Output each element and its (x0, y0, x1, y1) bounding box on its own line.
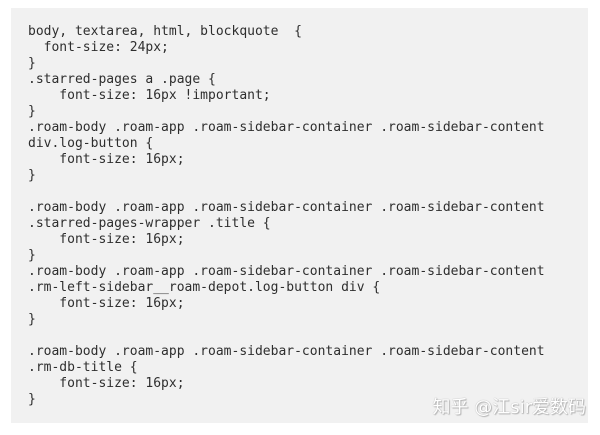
code-line: font-size: 16px; (28, 376, 185, 391)
code-line: .roam-body .roam-app .roam-sidebar-conta… (28, 264, 545, 279)
code-line: div.log-button { (28, 136, 154, 151)
code-line: } (28, 168, 36, 183)
code-line (28, 328, 588, 344)
code-line: } (28, 248, 36, 263)
code-line (28, 184, 588, 200)
code-line: .rm-left-sidebar__roam-depot.log-button … (28, 280, 381, 295)
code-line: .roam-body .roam-app .roam-sidebar-conta… (28, 120, 545, 135)
code-line: body, textarea, html, blockquote { (28, 24, 302, 39)
code-line: font-size: 16px; (28, 152, 185, 167)
code-line: font-size: 16px; (28, 296, 185, 311)
code-line: } (28, 392, 36, 407)
code-line: .starred-pages a .page { (28, 72, 216, 87)
code-line: .rm-db-title { (28, 360, 138, 375)
css-code: body, textarea, html, blockquote { font-… (28, 24, 588, 408)
code-line: .starred-pages-wrapper .title { (28, 216, 271, 231)
code-line: font-size: 16px !important; (28, 88, 271, 103)
code-line: font-size: 16px; (28, 232, 185, 247)
watermark: 知乎 @江sir爱数码 (432, 397, 586, 418)
code-line: } (28, 104, 36, 119)
code-block: body, textarea, html, blockquote { font-… (11, 8, 588, 423)
code-line: .roam-body .roam-app .roam-sidebar-conta… (28, 344, 545, 359)
code-line: .roam-body .roam-app .roam-sidebar-conta… (28, 200, 545, 215)
code-line: } (28, 312, 36, 327)
code-line: } (28, 56, 36, 71)
code-line: font-size: 24px; (28, 40, 169, 55)
